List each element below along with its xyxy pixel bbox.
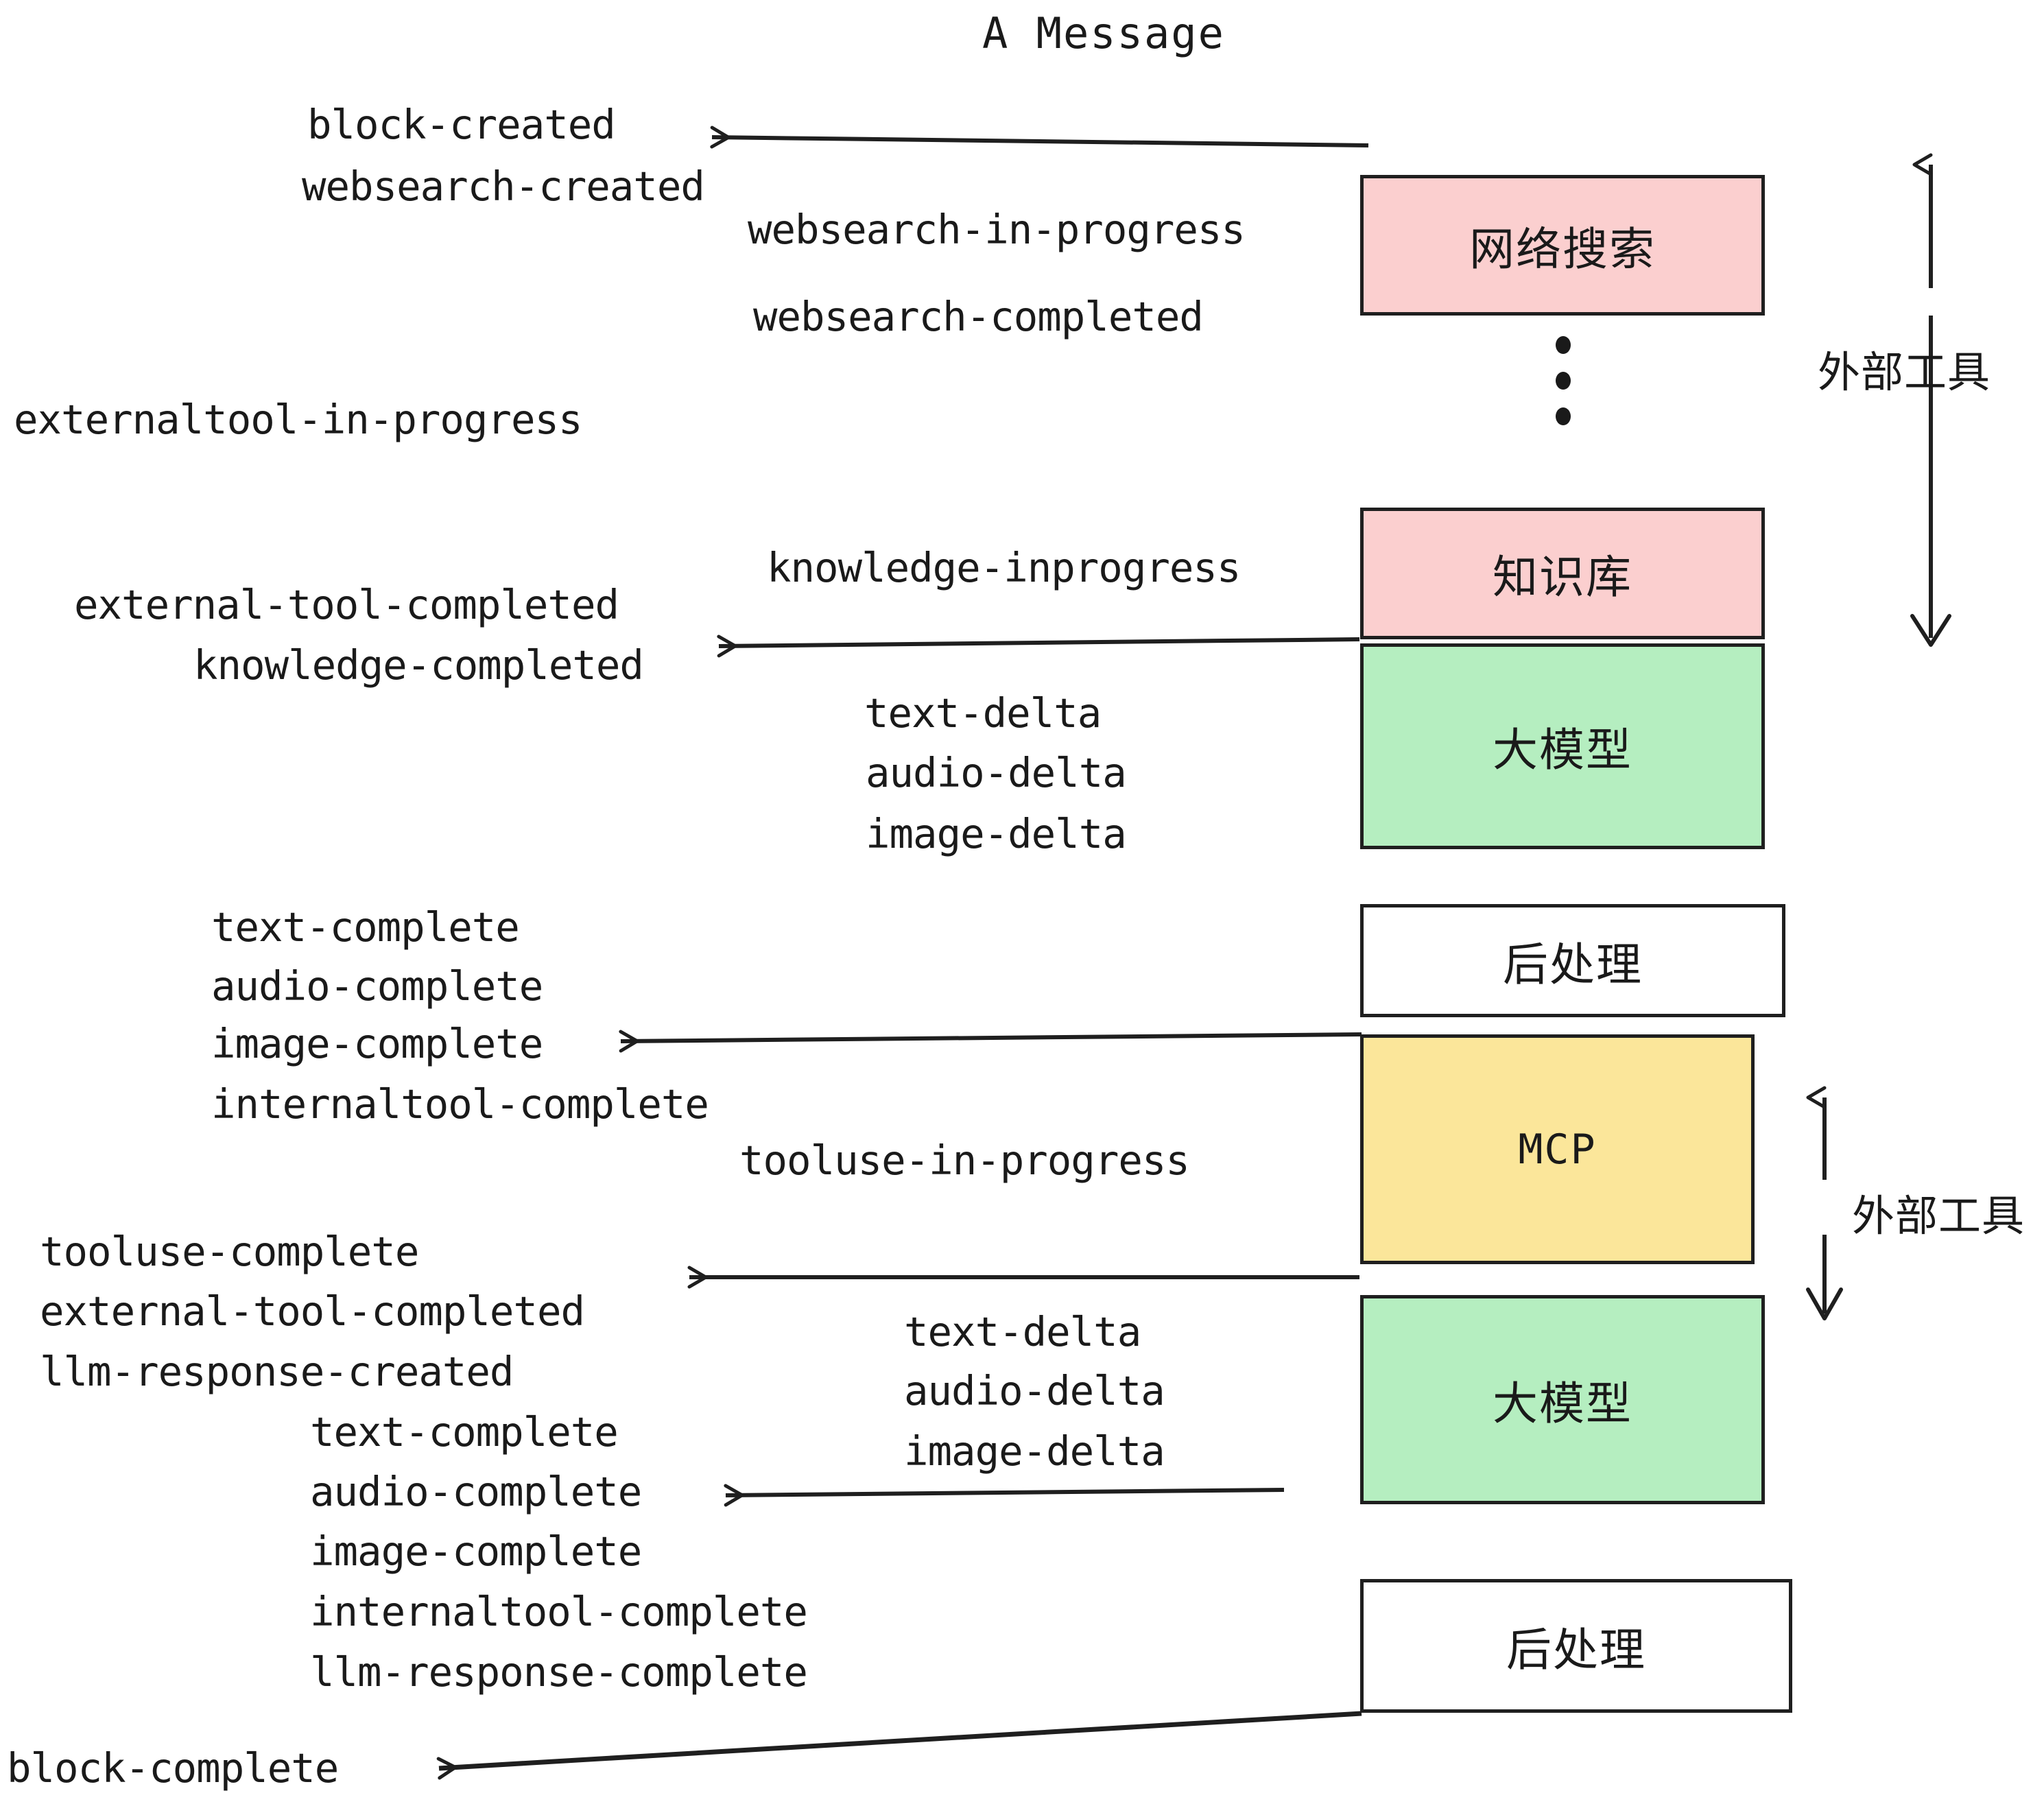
ellipsis-dot-2 [1556, 372, 1571, 390]
event-websearch-in-progress: websearch-in-progress [748, 206, 1246, 253]
event-external-tool-completed-1: external-tool-completed [74, 581, 619, 628]
event-llm-response-created: llm-response-created [40, 1348, 514, 1395]
ellipsis-dot-1 [1556, 336, 1571, 354]
event-knowledge-completed: knowledge-completed [193, 641, 644, 689]
event-websearch-completed: websearch-completed [753, 293, 1204, 340]
event-text-delta-1: text-delta [864, 689, 1102, 737]
event-tooluse-in-progress: tooluse-in-progress [739, 1137, 1190, 1184]
node-llm-2[interactable]: 大模型 [1360, 1295, 1765, 1504]
node-llm-1-label: 大模型 [1493, 724, 1632, 776]
arrowhead-external-tools-top-down [1910, 614, 1951, 647]
event-externaltool-in-progress: externaltool-in-progress [14, 396, 583, 443]
event-internaltool-complete-1: internaltool-complete [211, 1080, 709, 1128]
event-audio-delta-1: audio-delta [866, 749, 1127, 796]
arrow-knowledge-completed [717, 634, 1360, 658]
node-post-2-label: 后处理 [1506, 1623, 1646, 1676]
event-llm-response-complete: llm-response-complete [310, 1648, 808, 1696]
diagram-title: A Message [982, 8, 1225, 58]
event-image-delta-2: image-delta [904, 1427, 1165, 1475]
arrow-block-created [710, 126, 1369, 149]
event-audio-complete-2: audio-complete [310, 1468, 642, 1515]
node-mcp[interactable]: MCP [1360, 1034, 1755, 1264]
node-knowledge[interactable]: 知识库 [1360, 508, 1765, 639]
event-text-complete-2: text-complete [310, 1408, 619, 1456]
node-knowledge-label: 知识库 [1493, 551, 1632, 604]
node-llm-2-label: 大模型 [1493, 1377, 1632, 1430]
event-external-tool-completed-2: external-tool-completed [40, 1287, 585, 1335]
arrow-image-complete [619, 1030, 1362, 1053]
node-post-1-label: 后处理 [1503, 938, 1643, 991]
event-text-complete-1: text-complete [211, 903, 520, 951]
group-label-external-tools-bottom: 外部工具 [1852, 1191, 2025, 1241]
event-image-complete-2: image-complete [310, 1528, 642, 1575]
event-internaltool-complete-2: internaltool-complete [310, 1588, 808, 1635]
node-websearch-label: 网络搜索 [1469, 222, 1656, 276]
event-audio-delta-2: audio-delta [904, 1367, 1165, 1414]
event-block-created: block-created [307, 101, 616, 148]
event-audio-complete-1: audio-complete [211, 962, 543, 1010]
arrow-block-complete [436, 1711, 1362, 1780]
node-mcp-label: MCP [1518, 1125, 1597, 1174]
node-post-2[interactable]: 后处理 [1360, 1579, 1792, 1713]
node-websearch[interactable]: 网络搜索 [1360, 175, 1765, 316]
event-text-delta-2: text-delta [904, 1308, 1141, 1355]
node-llm-1[interactable]: 大模型 [1360, 643, 1765, 849]
event-tooluse-complete: tooluse-complete [40, 1228, 419, 1275]
event-block-complete: block-complete [7, 1744, 339, 1792]
node-post-1[interactable]: 后处理 [1360, 904, 1785, 1017]
event-image-complete-1: image-complete [211, 1020, 543, 1067]
arrowhead-external-tools-bottom-down [1806, 1287, 1843, 1320]
event-knowledge-inprogress: knowledge-inprogress [767, 544, 1241, 591]
event-websearch-created: websearch-created [302, 163, 705, 210]
ellipsis-dot-3 [1556, 407, 1571, 425]
group-label-external-tools-top: 外部工具 [1818, 347, 1991, 397]
event-image-delta-1: image-delta [866, 810, 1127, 857]
arrow-audio-complete [724, 1484, 1285, 1507]
